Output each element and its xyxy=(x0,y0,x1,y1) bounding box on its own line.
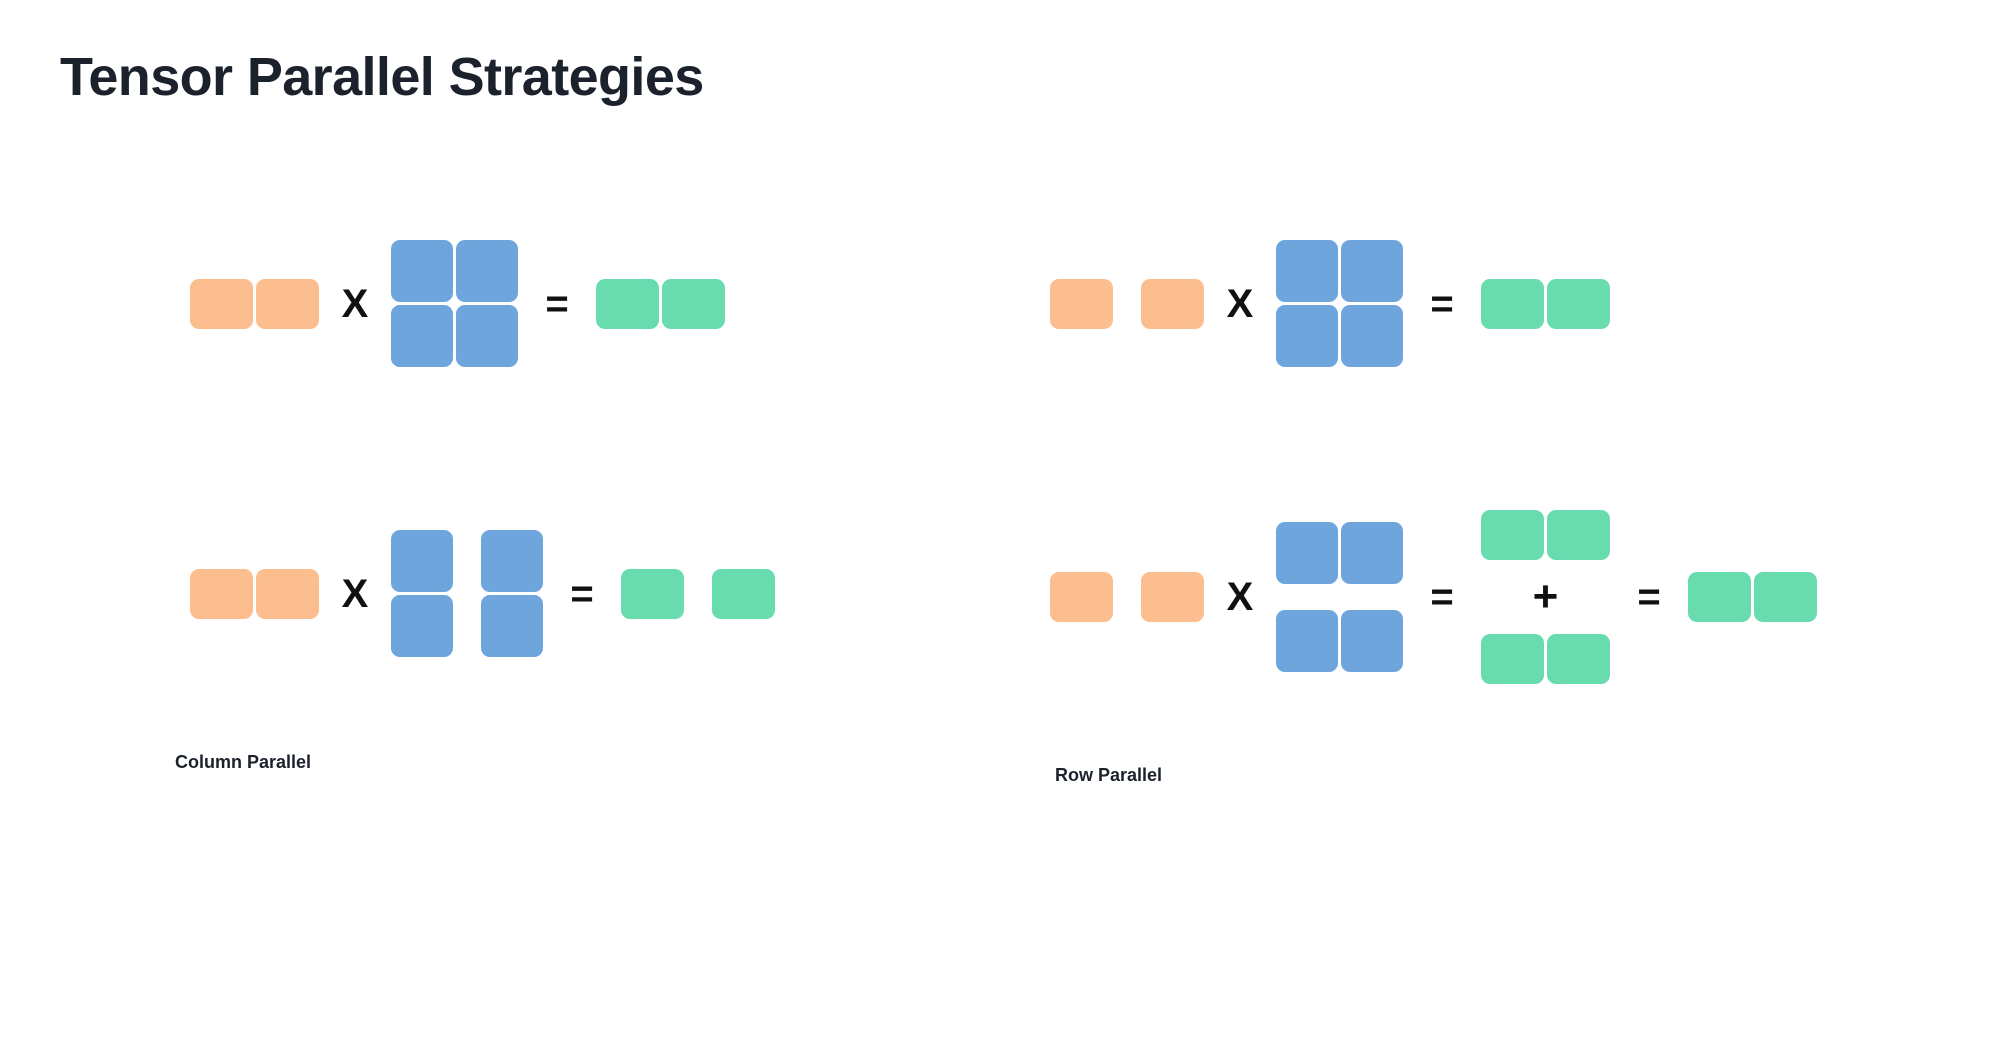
matrix-row xyxy=(1481,278,1610,329)
matrix-cell-blue xyxy=(1341,240,1403,302)
matrix-cell-green xyxy=(662,278,725,329)
matrix-cell-blue xyxy=(456,305,518,367)
matrix-row xyxy=(1276,240,1403,302)
operator-equals: = xyxy=(1637,575,1661,619)
matrix-cell-blue xyxy=(481,595,543,657)
weight-matrix-blue-column-sharded xyxy=(391,530,543,657)
panel-row-parallel: X = X xyxy=(1020,210,1960,910)
equation-row-parallel-sharded: X = + = xyxy=(1050,510,1817,684)
weight-matrix-blue xyxy=(1276,240,1403,367)
matrix-cell-green xyxy=(1481,278,1544,329)
output-matrix-green xyxy=(1481,278,1610,329)
output-matrix-green xyxy=(1688,572,1817,622)
matrix-cell-blue xyxy=(1276,522,1338,584)
partial-sum-matrix-green xyxy=(1481,634,1610,684)
matrix-cell-green xyxy=(1547,278,1610,329)
matrix-cell-blue xyxy=(1341,610,1403,672)
matrix-row xyxy=(391,240,518,302)
matrix-cell-blue xyxy=(1341,305,1403,367)
operator-equals: = xyxy=(1430,575,1454,619)
matrix-cell-green xyxy=(1547,510,1610,560)
equation-row-parallel-reference: X = xyxy=(1050,240,1610,367)
matrix-cell-green xyxy=(596,278,659,329)
operator-plus: + xyxy=(1532,572,1559,621)
matrix-cell-blue xyxy=(1341,522,1403,584)
operator-equals: = xyxy=(1430,281,1454,326)
matrix-cell-orange xyxy=(1050,278,1113,329)
matrix-cell-green xyxy=(1481,634,1544,684)
matrix-cell-green xyxy=(1481,510,1544,560)
matrix-cell-green xyxy=(1688,572,1751,622)
matrix-cell-blue xyxy=(1276,240,1338,302)
matrix-row xyxy=(1276,305,1403,367)
weight-shard-column xyxy=(481,530,543,657)
matrix-cell-green xyxy=(712,568,775,619)
matrix-cell-green xyxy=(1547,634,1610,684)
weight-shard-column xyxy=(391,530,453,657)
matrix-row xyxy=(1688,572,1817,622)
matrix-cell-orange xyxy=(1050,572,1113,622)
partial-sum-matrix-green xyxy=(1481,510,1610,560)
matrix-cell-orange xyxy=(1141,572,1204,622)
operator-equals: = xyxy=(570,571,594,616)
operator-times: X xyxy=(1226,575,1254,619)
matrix-cell-blue xyxy=(391,530,453,592)
input-matrix-orange xyxy=(190,278,319,329)
operator-times: X xyxy=(341,281,369,326)
matrix-row xyxy=(190,568,319,619)
output-matrix-green-column-sharded xyxy=(621,568,775,619)
input-matrix-orange-column-sharded xyxy=(1050,572,1204,622)
operator-times: X xyxy=(1226,281,1254,326)
equation-column-parallel-reference: X = xyxy=(190,240,725,367)
matrix-cell-orange xyxy=(1141,278,1204,329)
matrix-cell-blue xyxy=(456,240,518,302)
matrix-row xyxy=(391,305,518,367)
matrix-row xyxy=(596,278,725,329)
matrix-cell-blue xyxy=(1276,305,1338,367)
operator-plus-wrapper: + xyxy=(1481,574,1610,620)
matrix-cell-orange xyxy=(256,568,319,619)
operator-times: X xyxy=(341,571,369,616)
panel-column-parallel: X = X xyxy=(120,210,940,910)
equation-column-parallel-sharded: X = xyxy=(190,530,775,657)
matrix-cell-orange xyxy=(256,278,319,329)
matrix-cell-green xyxy=(621,568,684,619)
operator-equals: = xyxy=(545,281,569,326)
caption-row-parallel: Row Parallel xyxy=(1055,765,1163,785)
matrix-cell-blue xyxy=(391,305,453,367)
matrix-cell-green xyxy=(1754,572,1817,622)
matrix-cell-blue xyxy=(481,530,543,592)
page-title: Tensor Parallel Strategies xyxy=(60,47,704,107)
matrix-row xyxy=(190,278,319,329)
matrix-cell-orange xyxy=(190,568,253,619)
matrix-cell-blue xyxy=(391,240,453,302)
input-matrix-orange-column-sharded xyxy=(1050,278,1204,329)
weight-shard-row xyxy=(1276,610,1403,672)
caption-column-parallel: Column Parallel xyxy=(175,752,312,772)
weight-matrix-blue-row-sharded xyxy=(1276,522,1403,672)
weight-matrix-blue xyxy=(391,240,518,367)
weight-shard-row xyxy=(1276,522,1403,584)
input-matrix-orange xyxy=(190,568,319,619)
output-matrix-green xyxy=(596,278,725,329)
matrix-cell-orange xyxy=(190,278,253,329)
matrix-cell-blue xyxy=(391,595,453,657)
partial-sums-stack: + xyxy=(1481,510,1610,684)
matrix-cell-blue xyxy=(1276,610,1338,672)
